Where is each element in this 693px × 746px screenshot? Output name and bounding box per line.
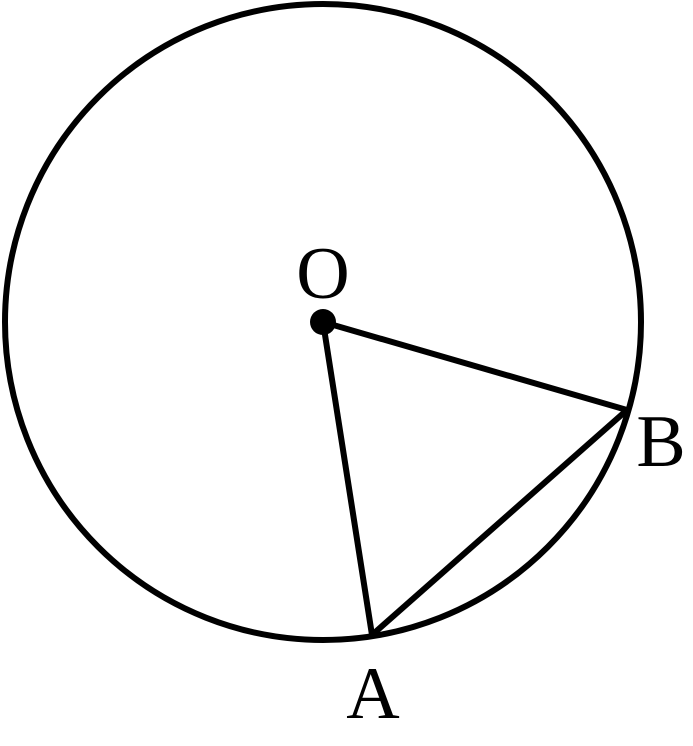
radius-oa [320,319,375,638]
point-a-label: A [346,653,399,735]
center-label: O [296,233,349,315]
center-point [310,309,336,335]
radius-ob [320,319,630,413]
circle [2,1,644,643]
chord-ab [369,407,630,638]
point-b-label: B [636,401,685,483]
